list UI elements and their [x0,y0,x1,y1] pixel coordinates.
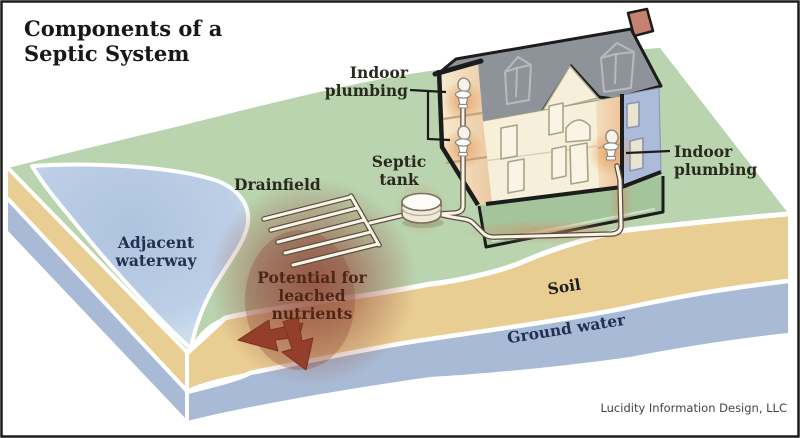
left-edge-soil-stripe [8,170,187,389]
left-edge-groundwater-stripe [8,201,187,420]
label-indoor-plumbing-right-line1: Indoor [674,142,733,161]
plumbing-pipes [261,89,624,268]
front-door [569,142,589,185]
window [548,102,564,136]
side-wall [622,87,662,187]
label-indoor-plumbing-right-line2: plumbing [674,160,757,179]
page-title-line2: Septic System [24,41,189,66]
label-leached-nutrients-line2: leached [278,286,345,305]
front-windows [500,102,591,194]
window [626,101,640,129]
callout-line-indoor-plumbing-right [625,149,671,155]
diagram-labels: Components of a Septic System Indoor plu… [24,16,787,415]
dormer-right-icon [600,42,635,93]
label-indoor-plumbing-left-line1: Indoor [350,63,409,82]
dormer-left-icon [504,56,532,105]
label-septic-tank-line1: Septic [372,152,426,171]
window [507,158,525,194]
label-septic-tank-line2: tank [379,170,418,189]
label-indoor-plumbing-left-line2: plumbing [325,81,408,100]
window [500,124,518,160]
page-title-line1: Components of a [24,16,223,41]
credit-text: Lucidity Information Design, LLC [600,401,787,415]
label-adjacent-waterway-line2: waterway [115,251,198,270]
label-drainfield: Drainfield [234,175,321,194]
septic-tank [401,192,444,228]
window [551,145,567,180]
groundwater-layer [187,283,788,421]
label-leached-nutrients-line1: Potential for [257,268,367,287]
label-leached-nutrients-line3: nutrients [272,304,353,323]
label-adjacent-waterway-line1: Adjacent [117,233,195,252]
callout-bracket-indoor-plumbing-left [426,91,451,142]
leach-arrow-down-icon [281,316,314,371]
callout-lines [409,88,671,155]
arched-window [565,119,591,143]
label-soil: Soil [546,275,582,299]
